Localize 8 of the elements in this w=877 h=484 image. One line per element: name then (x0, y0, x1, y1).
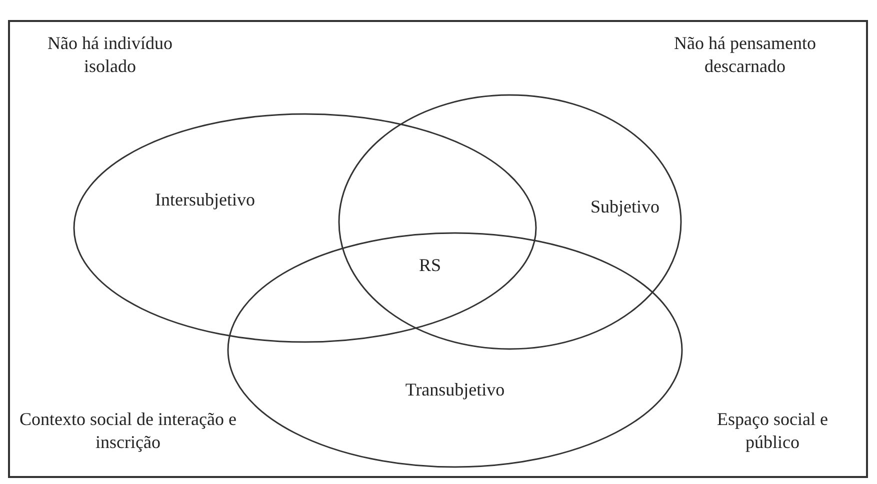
set-label: Transubjetivo (405, 380, 505, 400)
corner-note: Espaço social e público (716, 408, 829, 454)
intersection-label: RS (418, 254, 442, 277)
set-label: Subjetivo (590, 196, 660, 218)
corner-note: Não há pensamento descarnado (673, 32, 817, 78)
set-label: Intersubjetivo (155, 190, 255, 210)
corner-note: Contexto social de interação e inscrição (18, 408, 238, 454)
corner-note: Não há indivíduo isolado (46, 32, 174, 78)
